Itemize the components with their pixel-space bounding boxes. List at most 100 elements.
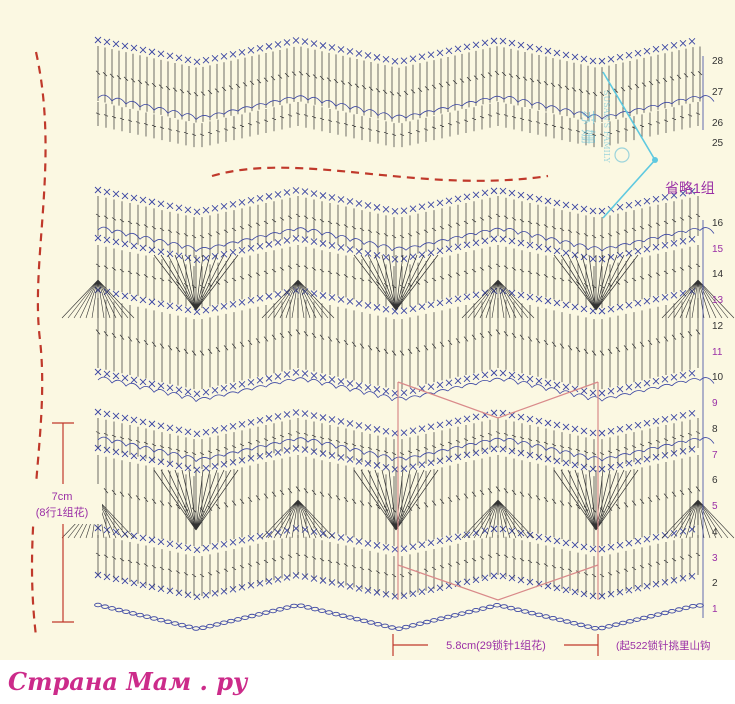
chain-stitch [619, 620, 627, 626]
chain-stitch [542, 614, 550, 619]
chain-stitch [507, 605, 515, 611]
chain-stitch [318, 608, 326, 614]
chain-stitch [661, 610, 669, 616]
chain-stitch [325, 610, 333, 615]
chain-stitch [269, 608, 277, 614]
stitch-row-8-marks [94, 408, 696, 438]
chain-stitch [213, 622, 221, 627]
chain-stitch [521, 609, 529, 614]
chain-stitch [248, 613, 256, 619]
width-value: 5.8cm(29锁针1组花) [446, 638, 546, 652]
stitch-row-26 [97, 94, 715, 120]
chain-stitch [388, 625, 396, 630]
chain-stitch [206, 623, 214, 629]
height-note: (8行1组花) [36, 505, 89, 519]
chain-stitch [283, 605, 291, 610]
chain-stitch [395, 626, 403, 632]
chain-stitch [234, 617, 242, 622]
chain-stitch [682, 605, 690, 611]
stitch-row-7 [95, 418, 701, 470]
row-number: 10 [712, 372, 724, 383]
chain-stitch [374, 621, 382, 627]
chain-stitch [409, 623, 417, 628]
chain-stitch [577, 622, 585, 628]
chain-stitch [311, 606, 319, 612]
chain-stitch [136, 612, 144, 618]
chain-stitch [549, 615, 557, 621]
repeat-highlight [397, 381, 599, 601]
chain-stitch [255, 612, 263, 617]
chain-stitch [199, 625, 207, 631]
chain-stitch [472, 608, 480, 613]
chain-stitch [367, 620, 375, 625]
chain-stitch [157, 617, 165, 623]
stitch-row-14-loops [97, 226, 715, 252]
chain-stitch [612, 622, 620, 627]
row-number: 8 [712, 424, 718, 435]
stitch-row-3 [95, 535, 701, 597]
stitch-row-16-marks [94, 186, 696, 216]
omit-group-label: 省略1组 [665, 180, 715, 196]
chain-stitch [262, 610, 270, 615]
chain-stitch [514, 607, 522, 613]
row-number: 16 [712, 218, 724, 229]
chain-stitch [430, 618, 438, 623]
stitch-row-9 [97, 376, 715, 402]
stitch-row-11 [95, 298, 701, 390]
chain-stitch [668, 608, 676, 614]
chain-stitch [150, 616, 158, 621]
chain-stitch [640, 615, 648, 621]
chain-stitch [276, 607, 284, 612]
row-number: 28 [712, 56, 724, 67]
chain-stitch [227, 618, 235, 624]
footer-band [0, 660, 735, 700]
stitch-row-25 [95, 102, 701, 148]
height-bracket [30, 422, 102, 623]
chain-stitch [122, 609, 130, 614]
chain-stitch [94, 602, 102, 608]
chain-stitch [675, 607, 683, 612]
row-number: 7 [712, 450, 718, 461]
chain-stitch [346, 615, 354, 620]
shell-fans-lower [61, 469, 735, 539]
omit-group-bracket [602, 71, 658, 219]
chain-stitch [458, 611, 466, 616]
height-value: 7cm [52, 491, 73, 503]
chain-stitch [360, 618, 368, 624]
watermark-latin: SUSAN'S FAMILY [602, 90, 611, 163]
chain-stitch [500, 604, 508, 609]
chain-stitch [423, 619, 431, 625]
chain-stitch [563, 619, 571, 624]
chain-stitch [437, 616, 445, 621]
start-note: (起522锁针挑里山钩 [616, 639, 711, 652]
row-number: 5 [712, 501, 718, 512]
chain-stitch [605, 624, 613, 629]
row-number: 26 [712, 118, 724, 129]
stitch-row-28 [94, 36, 696, 66]
chain-stitch [108, 606, 116, 611]
stitch-pattern [61, 36, 735, 601]
row-number: 9 [712, 398, 718, 409]
chain-stitch [479, 606, 487, 611]
chain-stitch [451, 613, 459, 618]
chain-stitch [381, 623, 389, 629]
row-number: 1 [712, 604, 718, 615]
chain-stitch [304, 605, 312, 610]
chain-stitch [402, 624, 410, 630]
row-number: 11 [712, 347, 723, 358]
row-number: 27 [712, 87, 724, 98]
shell-fans-upper [61, 254, 735, 319]
chain-stitch [584, 624, 592, 629]
chain-stitch [339, 613, 347, 619]
watermark: SUSAN'S FAMILY 苏 姗 [579, 90, 630, 163]
chain-stitch [626, 619, 634, 624]
stitch-row-4-marks [94, 524, 696, 554]
width-bracket [392, 634, 599, 656]
chain-stitch [647, 614, 655, 619]
row-number: 25 [712, 138, 724, 149]
row-number: 2 [712, 578, 718, 589]
stitch-row-27 [95, 46, 703, 123]
row-number: 4 [712, 527, 718, 538]
chain-stitch [171, 621, 179, 626]
chain-stitch [528, 610, 536, 616]
